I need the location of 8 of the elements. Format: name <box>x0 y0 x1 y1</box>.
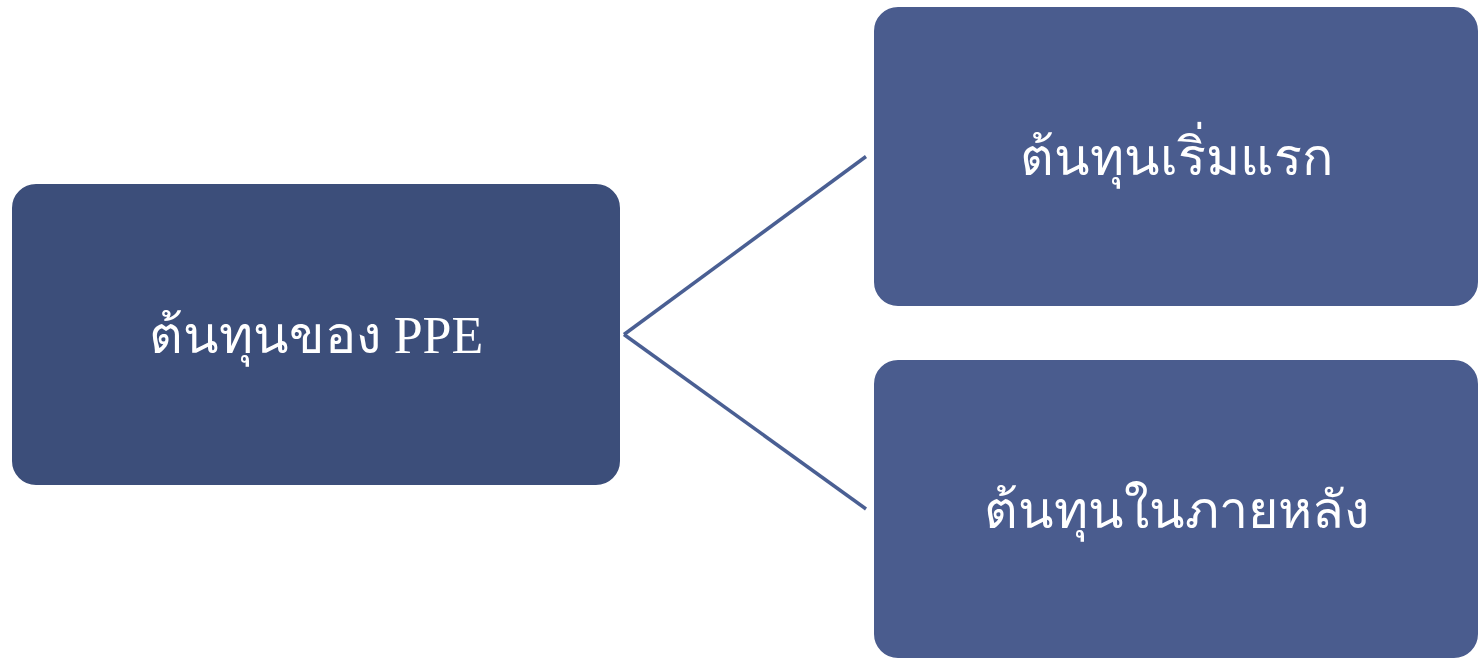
connector-line <box>622 333 868 511</box>
rounded-box <box>10 182 622 487</box>
rounded-box <box>872 5 1480 308</box>
box-label: ต้นทุนในภายหลัง <box>983 467 1369 551</box>
rounded-box <box>872 358 1480 660</box>
connector-line <box>622 155 868 336</box>
box-label: ต้นทุนเริ่มแรก <box>1019 115 1333 198</box>
box-label: ต้นทุนของ PPE <box>148 293 484 376</box>
